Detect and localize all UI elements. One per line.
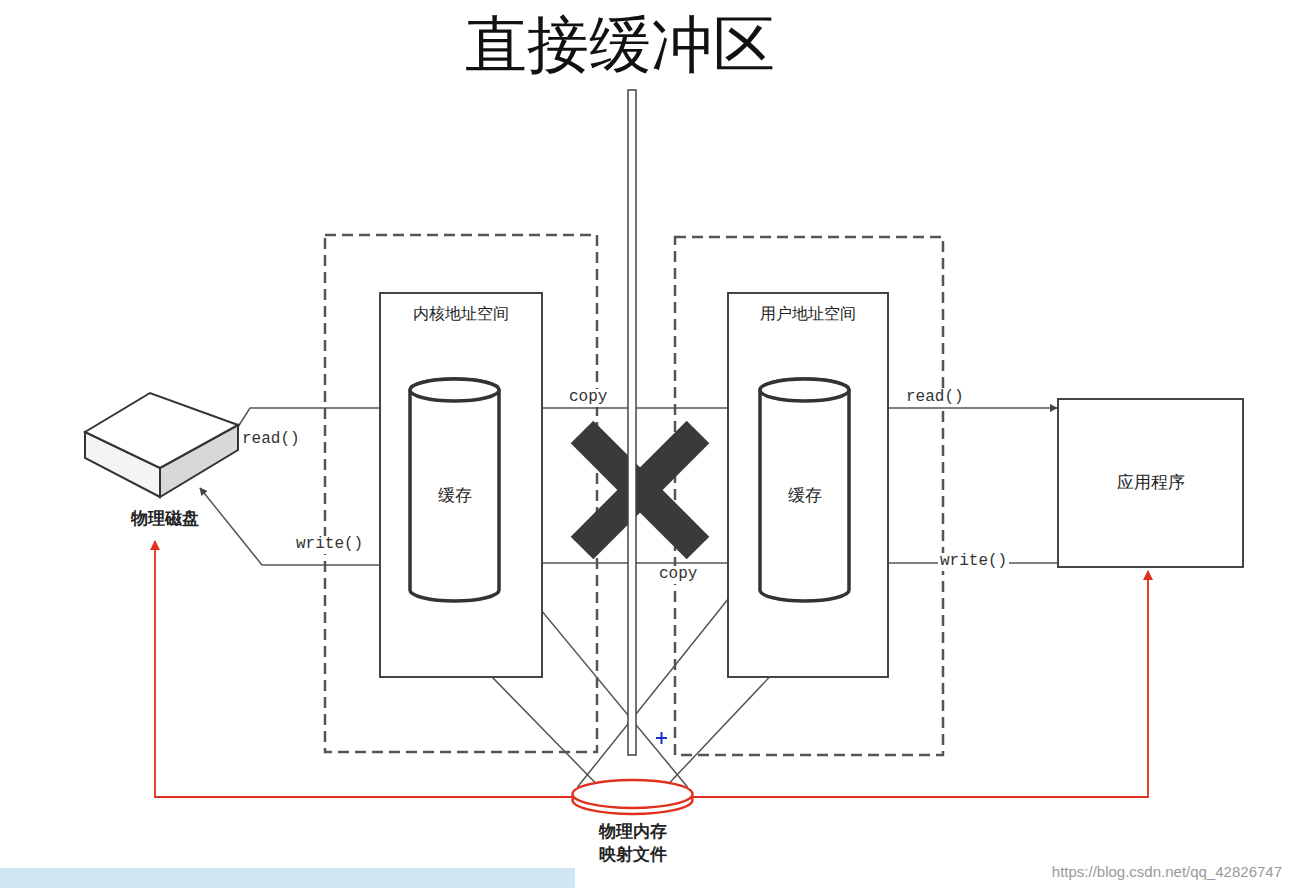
cache-cylinder: 缓存 [758,377,851,603]
cursor-mark [656,732,667,744]
node-text: 物理磁盘 [80,506,250,531]
address-space-box: 内核地址空间缓存 [379,292,543,678]
cylinder-top [760,379,849,401]
edge-label: write() [294,536,365,554]
dashed-region [675,237,943,755]
edge-label: read() [904,389,966,407]
cylinder-top [410,379,499,401]
cross-stroke [582,432,698,548]
node-text: 用户地址空间 [729,302,887,325]
divider-line [628,90,636,755]
edge-label: copy [657,566,699,584]
edge-label: copy [567,389,609,407]
data-arrow [200,488,408,565]
address-space-box: 用户地址空间缓存 [727,292,889,678]
node-text: 缓存 [408,483,501,508]
node-text: 物理内存 映射文件 [593,820,671,866]
watermark: https://blog.csdn.net/qq_42826747 [1052,863,1282,880]
bottom-strip [0,868,575,888]
title: 直接缓冲区 [380,6,860,84]
edge-label: write() [938,553,1009,571]
disk-node: 物理磁盘 [80,390,250,537]
node-text: 应用程序 [1059,470,1242,495]
cache-cylinder: 缓存 [408,377,501,603]
node-text: 内核地址空间 [381,302,541,325]
dashed-region [325,235,597,752]
node-text: 缓存 [758,483,851,508]
edge-label: read() [240,431,302,449]
address-space-box: 应用程序 [1057,398,1244,568]
cross-stroke [582,432,698,548]
disk-face [85,393,238,468]
memory-map-ellipse: 物理内存 映射文件 [560,775,705,870]
ring [573,780,693,808]
